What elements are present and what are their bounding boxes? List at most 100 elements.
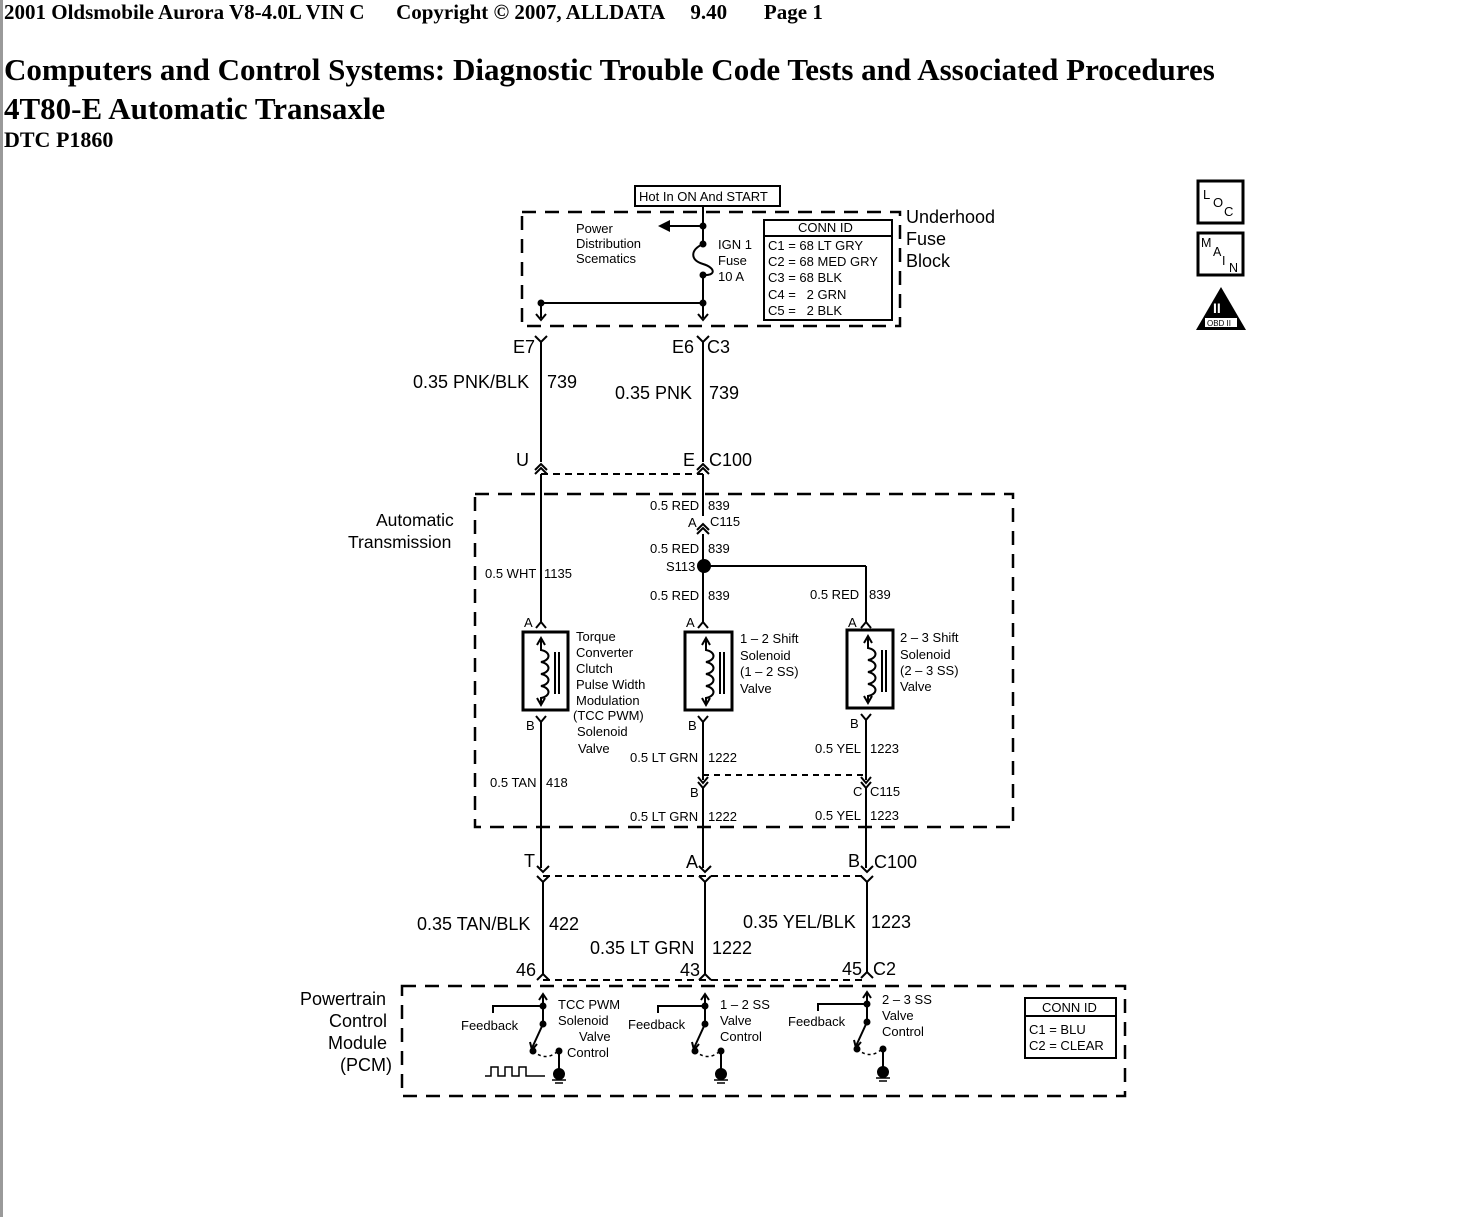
diagram-label: (PCM) xyxy=(340,1055,392,1075)
wire-segment xyxy=(697,313,709,322)
wire-segment xyxy=(536,972,550,981)
obd-ii-icon[interactable]: II OBD II xyxy=(1196,287,1246,330)
diagram-label: C xyxy=(1224,204,1233,219)
loc-icon[interactable]: L O C xyxy=(1196,179,1245,225)
connector-c100: C100 xyxy=(709,450,752,470)
circuit-number: 839 xyxy=(708,588,730,603)
circuit-number: 1222 xyxy=(708,809,737,824)
power-distribution-label: Power Distribution Scematics xyxy=(576,221,641,266)
diagram-label: Scematics xyxy=(576,251,636,266)
page-header: 2001 Oldsmobile Aurora V8-4.0L VIN C Cop… xyxy=(4,0,823,25)
wire-segment xyxy=(634,185,781,207)
dtc-title: DTC P1860 xyxy=(4,127,114,152)
wire-segment xyxy=(860,620,872,629)
wire-segment xyxy=(535,313,547,322)
wire-segment xyxy=(693,1023,706,1049)
diagram-label: Control xyxy=(567,1045,609,1060)
circuit-number: 739 xyxy=(547,372,577,392)
circuit-number: 1135 xyxy=(544,566,572,581)
diagram-label: C3 = 68 BLK xyxy=(768,270,842,285)
diagram-label: C1 = 68 LT GRY xyxy=(768,238,863,253)
wire-segment xyxy=(817,1003,867,1011)
diagram-label: Valve xyxy=(579,1029,611,1044)
diagram-label: B xyxy=(526,718,535,733)
wire-segment xyxy=(534,466,548,475)
diagram-label: Underhood xyxy=(906,207,995,227)
diagram-label: (1 – 2 SS) xyxy=(740,664,799,679)
diagram-label: CONN ID xyxy=(1042,1000,1097,1015)
diagram-label: Control xyxy=(882,1024,924,1039)
circuit-number: 1222 xyxy=(712,938,752,958)
diagram-label: (2 – 3 SS) xyxy=(900,663,959,678)
pin-e6: E6 xyxy=(672,337,694,357)
diagram-label: Converter xyxy=(576,645,634,660)
pcm-boundary xyxy=(400,984,1127,1098)
wire-segment xyxy=(698,972,712,981)
diagram-label: A xyxy=(848,615,857,630)
diagram-label: Fuse xyxy=(718,253,747,268)
wire-label: 0.5 YEL xyxy=(815,741,861,756)
wire-segment xyxy=(697,776,709,785)
page-left-border xyxy=(0,0,3,1217)
solenoid-coil-icon xyxy=(705,640,715,704)
wire-segment xyxy=(534,462,548,471)
wire-segment xyxy=(701,635,711,646)
diagram-label: 1 – 2 Shift xyxy=(740,631,799,646)
wire-segment xyxy=(860,713,872,722)
pin-t: T xyxy=(524,851,535,871)
circuit-number: 418 xyxy=(546,775,568,790)
main-icon[interactable]: M A I N xyxy=(1196,231,1245,277)
diagram-label: II xyxy=(1213,300,1221,316)
diagram-label: Pulse Width xyxy=(576,677,645,692)
wire-segment xyxy=(697,715,709,724)
wire-label: 0.5 TAN xyxy=(490,775,536,790)
diagram-label: B xyxy=(850,716,859,731)
diagram-label: Valve xyxy=(900,679,932,694)
wire-segment xyxy=(1205,318,1237,327)
wire-segment xyxy=(536,697,546,708)
wire-segment xyxy=(531,1023,544,1049)
diagram-label: Valve xyxy=(720,1013,752,1028)
connector-c115: C115 xyxy=(710,514,740,529)
shift-solenoid-2-3: A B 2 – 3 Shift Solenoid (2 – 3 SS) Valv… xyxy=(845,615,959,731)
diagram-label: Fuse xyxy=(906,229,946,249)
wire-segment xyxy=(521,630,570,712)
diagram-label: Module xyxy=(328,1033,387,1053)
diagram-label: Power xyxy=(576,221,614,236)
pcm-pin: 45 xyxy=(842,959,862,979)
diagram-label: Control xyxy=(329,1011,387,1031)
solenoid-coil-icon xyxy=(867,638,877,702)
wire-segment xyxy=(536,635,546,646)
diagram-label: Distribution xyxy=(576,236,641,251)
wire-segment xyxy=(696,462,710,471)
wire-segment xyxy=(763,219,893,321)
pwm-waveform-icon xyxy=(485,1066,545,1077)
diagram-label: Feedback xyxy=(461,1018,519,1033)
diagram-label: L xyxy=(1203,187,1210,202)
diagram-label: A xyxy=(686,615,695,630)
diagram-label: N xyxy=(1229,261,1238,275)
wire-segment xyxy=(699,222,707,230)
diagram-label: Automatic xyxy=(376,510,454,530)
diagram-label: IGN 1 xyxy=(718,237,752,252)
ground-icon xyxy=(715,1068,727,1080)
fuse-icon xyxy=(692,243,714,277)
wire-segment xyxy=(683,630,734,712)
tcc-pwm-solenoid: A B Torque Converter Clutch Pulse Width … xyxy=(521,615,645,756)
wire-segment xyxy=(696,466,710,475)
diagram-label: Feedback xyxy=(628,1017,686,1032)
header-copyright: Copyright © 2007, ALLDATA xyxy=(396,0,665,24)
diagram-label: C5 = 2 BLK xyxy=(768,303,842,318)
shift-solenoid-1-2: A B 1 – 2 Shift Solenoid (1 – 2 SS) Valv… xyxy=(683,615,799,733)
pin-b: B xyxy=(690,785,699,800)
circuit-number: 422 xyxy=(549,914,579,934)
connector-c100: C100 xyxy=(874,852,917,872)
wire-label: 0.35 LT GRN xyxy=(590,938,694,958)
diagram-label: Solenoid xyxy=(558,1013,609,1028)
wire-label: 0.5 LT GRN xyxy=(630,750,698,765)
diagram-label: Powertrain xyxy=(300,989,386,1009)
wire-label: 0.5 WHT xyxy=(485,566,536,581)
wire-label: 0.5 RED xyxy=(650,498,699,513)
diagram-label: C4 = 2 GRN xyxy=(768,287,846,302)
diagram-label: Solenoid xyxy=(900,647,951,662)
